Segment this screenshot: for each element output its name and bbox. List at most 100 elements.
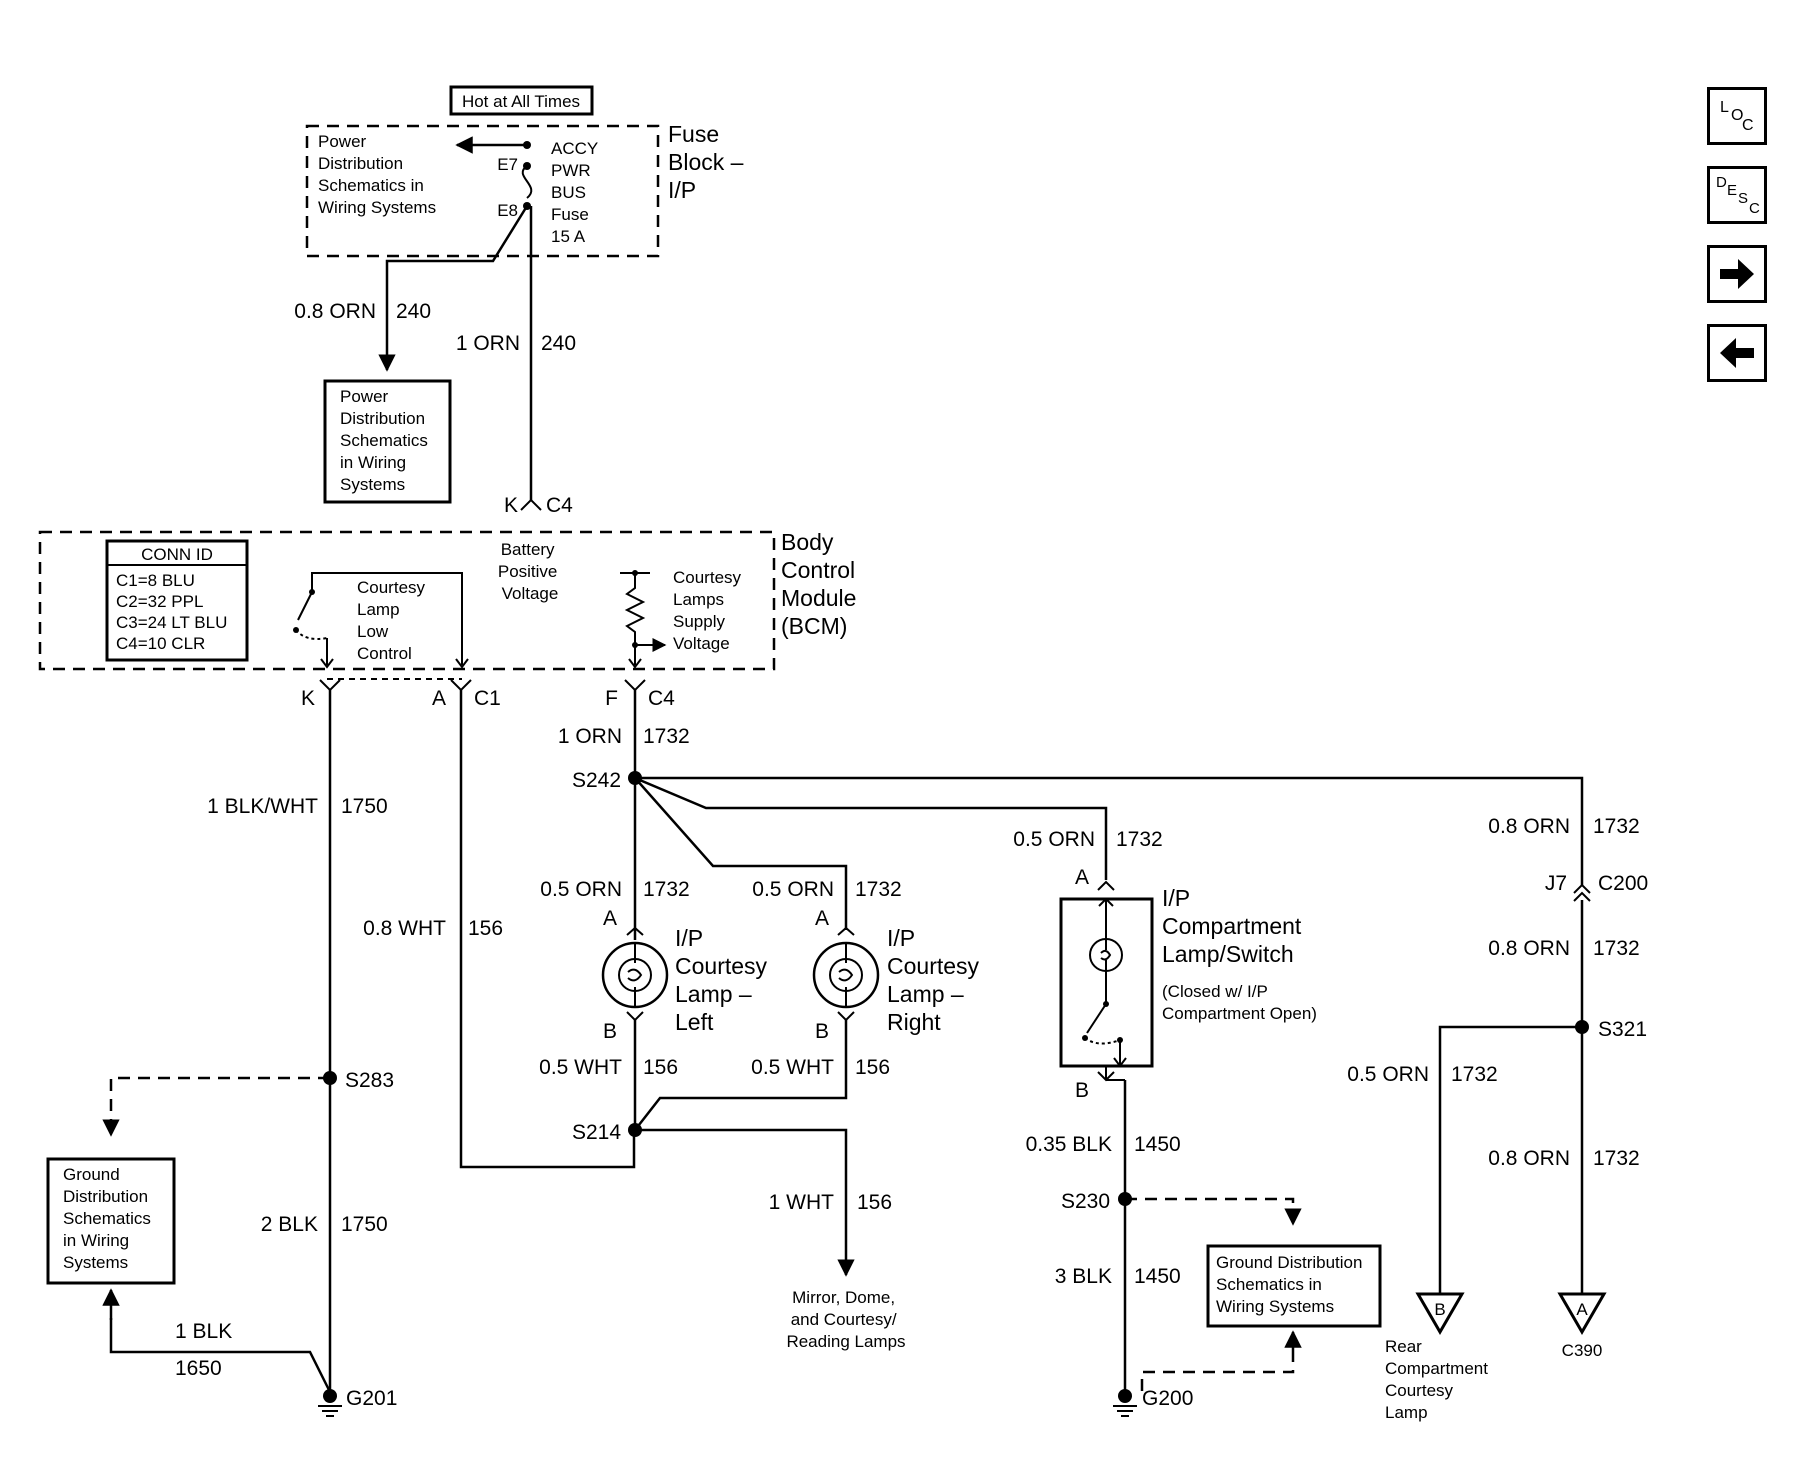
g200-ground-link	[1140, 1350, 1295, 1392]
wire-1732-to-compartment	[634, 776, 1108, 880]
fuse-block-title: Fuse Block – I/P	[668, 121, 750, 203]
svg-text:L: L	[1720, 99, 1729, 116]
wire-1732-to-right-lamp	[634, 777, 848, 930]
fuse-block: Hot at All Times Fuse Block – I/P Power …	[305, 85, 750, 258]
wire-1650-gauge: 1 BLK	[175, 1320, 232, 1343]
wire-156-right-circuit: 156	[855, 1056, 890, 1079]
wire-1450b-gauge: 3 BLK	[1055, 1265, 1112, 1288]
loc-icon: L O C	[1720, 99, 1754, 134]
compartment-lamp-switch-name: I/P Compartment Lamp/Switch	[1162, 885, 1308, 967]
ground-distribution-reference-right-box	[1206, 1244, 1382, 1328]
wire-156-main-circuit: 156	[468, 917, 503, 940]
ground-distribution-reference-left: Ground Distribution Schematics in Wiring…	[63, 1165, 156, 1272]
conn-id-box	[105, 539, 249, 662]
wire-1732-comp-circuit: 1732	[1116, 828, 1163, 851]
connector-k-c4-symbol	[520, 498, 542, 511]
wire-1450a-circuit: 1450	[1134, 1133, 1181, 1156]
wire-240b-gauge: 1 ORN	[456, 332, 520, 355]
lamp-left-pin-b: B	[603, 1020, 617, 1043]
connector-a-c1-pin: A	[432, 687, 446, 710]
wire-1732-c200b-gauge: 0.8 ORN	[1488, 937, 1570, 960]
next-page-button[interactable]	[1707, 245, 1767, 303]
connector-a-c1-symbol	[450, 679, 472, 692]
compartment-pin-b: B	[1075, 1079, 1089, 1102]
ground-g200-label: G200	[1142, 1387, 1193, 1410]
wire-1750-gauge: 1 BLK/WHT	[207, 795, 318, 818]
wire-1732-rear	[1438, 1025, 1582, 1294]
description-button[interactable]: D E S C	[1707, 166, 1767, 224]
wire-156-right	[634, 1020, 848, 1131]
rear-compartment-lamp-reference: Rear Compartment Courtesy Lamp	[1385, 1337, 1493, 1422]
power-distribution-reference: Power Distribution Schematics in Wiring …	[340, 387, 433, 494]
wire-156-main-gauge: 0.8 WHT	[363, 917, 446, 940]
wire-1450b-circuit: 1450	[1134, 1265, 1181, 1288]
ground-distribution-reference-right: Ground Distribution Schematics in Wiring…	[1216, 1253, 1367, 1316]
wire-1732-left-circuit: 1732	[643, 878, 690, 901]
wire-156-right-gauge: 0.5 WHT	[751, 1056, 834, 1079]
fuse-block-pd-reference: Power Distribution Schematics in Wiring …	[318, 132, 436, 217]
connector-j7-c200-symbol-bottom	[1573, 891, 1591, 902]
wire-1750b-circuit: 1750	[341, 1213, 388, 1236]
e7-node	[523, 141, 531, 149]
ground-g201-label: G201	[346, 1387, 397, 1410]
body-control-module: Body Control Module (BCM) CONN ID C1=8 B…	[38, 529, 856, 671]
compartment-lamp-switch-note: (Closed w/ I/P Compartment Open)	[1162, 982, 1317, 1023]
ground-g200-icon	[1118, 1389, 1132, 1403]
courtesy-lamp-low-control-label: Courtesy Lamp Low Control	[357, 578, 430, 663]
previous-page-button[interactable]	[1707, 324, 1767, 382]
wire-1732-main-gauge: 1 ORN	[558, 725, 622, 748]
offpage-connector-b-icon	[1415, 1292, 1465, 1335]
svg-text:E: E	[1727, 182, 1737, 199]
offpage-connector-a-icon	[1557, 1292, 1607, 1335]
connector-j7-pin: J7	[1545, 872, 1567, 895]
connector-a-c1-name: C1	[474, 687, 501, 710]
ground-distribution-reference-left-box	[46, 1157, 176, 1285]
courtesy-lamps-supply-voltage-label: Courtesy Lamps Supply Voltage	[673, 568, 746, 653]
compartment-lamp-switch: A B I/P Compartment Lamp/Switch (Closed …	[1059, 866, 1317, 1102]
wire-1750b-gauge: 2 BLK	[261, 1213, 318, 1236]
wire-1732-c200b-circuit: 1732	[1593, 937, 1640, 960]
svg-text:C: C	[1742, 117, 1754, 134]
compartment-switch-icon	[1086, 1003, 1107, 1034]
splice-s283-label: S283	[345, 1069, 394, 1092]
lamp-right-pin-b: B	[815, 1020, 829, 1043]
wire-1650-circuit: 1650	[175, 1357, 222, 1380]
offpage-connector-b-label: B	[1434, 1300, 1445, 1319]
wire-240b-circuit: 240	[541, 332, 576, 355]
desc-icon: D E S C	[1716, 174, 1760, 217]
wire-1732-left-gauge: 0.5 ORN	[540, 878, 622, 901]
wire-156-out	[635, 1128, 855, 1277]
wire-1732-right-gauge: 0.5 ORN	[752, 878, 834, 901]
compartment-pin-a: A	[1075, 866, 1089, 889]
connector-f-c4-name: C4	[648, 687, 675, 710]
wire-1732-rear-gauge: 0.5 ORN	[1347, 1063, 1429, 1086]
connector-k-c4-name: C4	[546, 494, 573, 517]
pin-e8: E8	[497, 201, 518, 220]
wire-1732-to-c200	[635, 776, 1584, 885]
wire-1732-main-circuit: 1732	[643, 725, 690, 748]
wire-1650	[109, 1318, 332, 1393]
fuse-icon	[521, 165, 533, 199]
wire-1732-c200a-gauge: 0.8 ORN	[1488, 815, 1570, 838]
wire-156-out-gauge: 1 WHT	[769, 1191, 835, 1214]
connector-k-c4-pin: K	[504, 494, 518, 517]
wire-1732-comp-gauge: 0.5 ORN	[1013, 828, 1095, 851]
courtesy-lamp-left: A B I/P Courtesy Lamp – Left	[601, 907, 773, 1043]
conn-id-list: C1=8 BLU C2=32 PPL C3=24 LT BLU C4=10 CL…	[116, 571, 232, 653]
connector-k-c1-pin: K	[301, 687, 315, 710]
courtesy-lamp-right: A B I/P Courtesy Lamp – Right	[812, 907, 980, 1043]
location-button[interactable]: L O C	[1707, 87, 1767, 145]
connector-f-c4-pin: F	[605, 687, 618, 710]
hot-at-all-times-label-box	[449, 85, 594, 116]
wire-156-left-circuit: 156	[643, 1056, 678, 1079]
s230-ground-link	[1125, 1197, 1302, 1226]
c390-label: C390	[1562, 1341, 1603, 1360]
pin-e7: E7	[497, 155, 518, 174]
svg-text:O: O	[1731, 107, 1743, 124]
lamp-left-name: I/P Courtesy Lamp – Left	[675, 925, 773, 1035]
connector-f-c4-symbol	[624, 679, 646, 692]
splice-s214-label: S214	[572, 1121, 621, 1144]
wire-1750-circuit: 1750	[341, 795, 388, 818]
wire-1732-c390-gauge: 0.8 ORN	[1488, 1147, 1570, 1170]
svg-text:D: D	[1716, 174, 1727, 191]
